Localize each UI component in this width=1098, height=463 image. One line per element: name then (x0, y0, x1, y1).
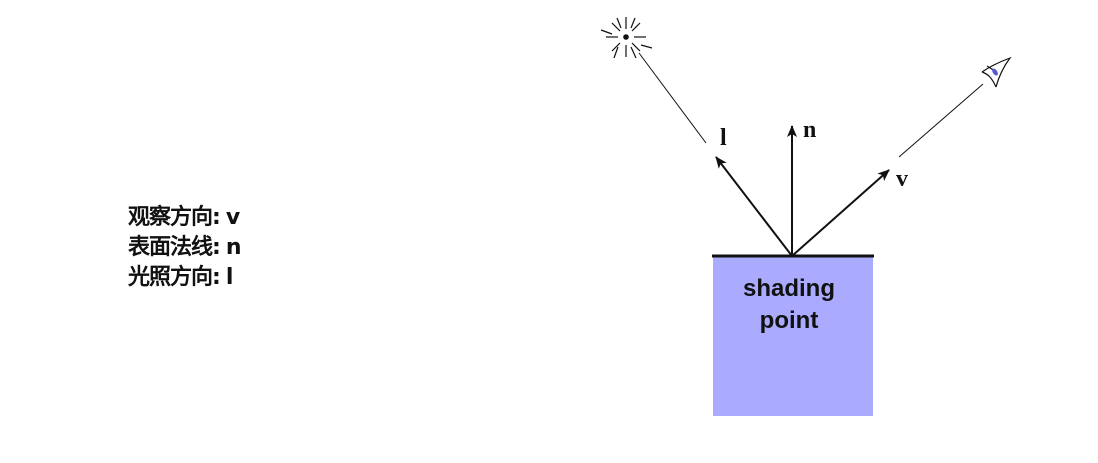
legend-view-symbol: v (225, 205, 240, 230)
view-vector-arrow (791, 169, 890, 257)
legend-row-normal: 表面法线: n (128, 233, 348, 263)
legend-row-view: 观察方向: v (128, 203, 348, 233)
legend-view-text: 观察方向: (128, 205, 221, 230)
box-label-line2: point (760, 307, 819, 334)
light-direction-line (638, 52, 707, 144)
legend-light-symbol: l (225, 265, 233, 290)
light-vector-arrow (715, 156, 793, 257)
light-vector-label: l (720, 125, 727, 151)
legend: 观察方向: v 表面法线: n 光照方向: l (128, 203, 348, 293)
legend-light-text: 光照方向: (128, 265, 221, 290)
view-direction-line (898, 83, 984, 158)
legend-normal-symbol: n (225, 235, 242, 260)
shading-point-box (713, 256, 873, 416)
view-vector-label: v (896, 166, 908, 192)
legend-row-light: 光照方向: l (128, 263, 348, 293)
legend-normal-text: 表面法线: (128, 235, 221, 260)
box-label-line1: shading (743, 275, 835, 302)
normal-vector-label: n (803, 117, 816, 143)
light-source-icon (600, 17, 653, 59)
eye-icon (981, 56, 1012, 88)
